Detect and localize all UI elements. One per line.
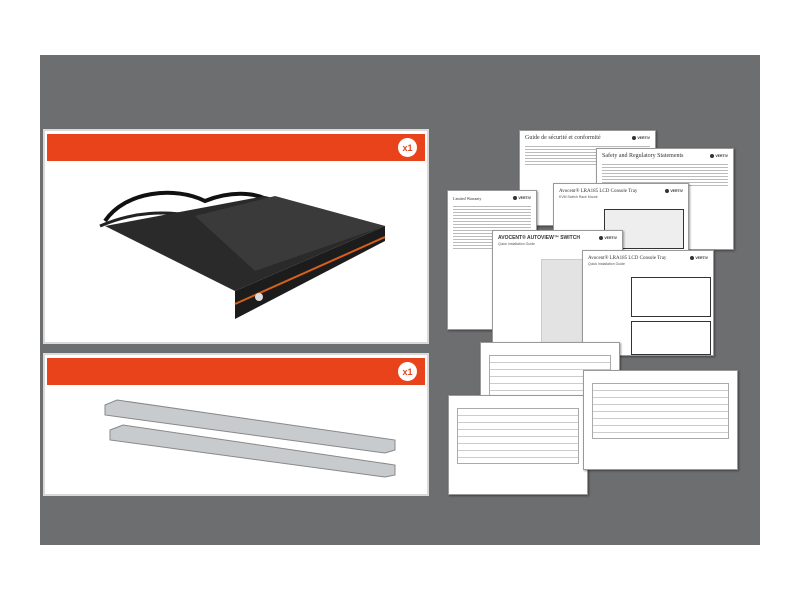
quantity-badge: x1 [398, 138, 417, 157]
item-card-rail-kit: x1 [43, 353, 429, 496]
quantity-badge: x1 [398, 362, 417, 381]
item-card-console-tray: x1 [43, 129, 429, 344]
card-header-bar: x1 [47, 358, 425, 385]
doc-compliance-table-2 [448, 395, 588, 495]
doc-console-tray-guide: Avocent® LRA185 LCD Console Tray Quick I… [582, 250, 714, 356]
doc-compliance-table-3 [583, 370, 738, 470]
console-tray-image [99, 190, 386, 319]
rail-kit-image [104, 399, 396, 478]
card-header-bar: x1 [47, 134, 425, 161]
